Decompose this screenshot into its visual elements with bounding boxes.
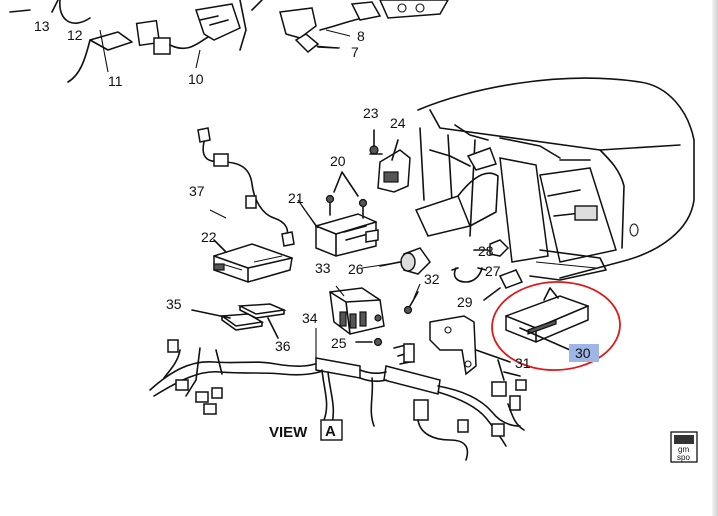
parts-27-28-29 xyxy=(451,239,524,301)
callout-8: 8 xyxy=(357,28,365,44)
callout-23: 23 xyxy=(363,105,379,121)
callout-20: 20 xyxy=(330,153,346,169)
callout-35: 35 xyxy=(166,296,182,312)
callout-25: 25 xyxy=(331,335,347,351)
gm-spo-badge xyxy=(670,431,698,463)
callout-28: 28 xyxy=(478,243,494,259)
part-31-bracket xyxy=(429,315,511,376)
callout-32: 32 xyxy=(424,271,440,287)
callout-10: 10 xyxy=(188,71,204,87)
callout-34: 34 xyxy=(302,310,318,326)
part-34-wire-harness xyxy=(149,339,527,461)
callout-22: 22 xyxy=(201,229,217,245)
part-33-bracket xyxy=(329,287,419,335)
callout-26: 26 xyxy=(348,261,364,277)
callout-21: 21 xyxy=(288,190,304,206)
view-label: VIEW xyxy=(269,424,308,441)
callout-30: 30 xyxy=(575,345,591,361)
callout-37: 37 xyxy=(189,183,205,199)
part-37-harness xyxy=(197,127,295,247)
callout-24: 24 xyxy=(390,115,406,131)
callout-7: 7 xyxy=(351,44,359,60)
part-21-module xyxy=(315,171,379,257)
view-letter: A xyxy=(325,423,336,440)
callout-33: 33 xyxy=(315,260,331,276)
parts-35-36-pads xyxy=(191,303,287,339)
part-30-module xyxy=(505,287,589,351)
right-edge-shadow xyxy=(712,0,718,516)
callout-12: 12 xyxy=(67,27,83,43)
view-letter-box xyxy=(320,419,343,441)
part-25-screw xyxy=(355,337,383,347)
callout-13: 13 xyxy=(34,18,50,34)
callout-27: 27 xyxy=(485,263,501,279)
callout-36: 36 xyxy=(275,338,291,354)
leader-lines xyxy=(99,29,421,358)
callout-29: 29 xyxy=(457,294,473,310)
badge-top-text: gm xyxy=(678,445,689,454)
callout-11: 11 xyxy=(108,73,123,89)
part-26-motor xyxy=(379,247,431,275)
instrument-panel-frame xyxy=(414,77,695,281)
part-23-24 xyxy=(369,129,411,193)
part-22-module xyxy=(213,239,293,283)
callout-30-highlight xyxy=(569,344,599,362)
badge-bottom-text: spo xyxy=(677,453,690,462)
highlight-circle-part-30 xyxy=(491,281,621,371)
callout-31: 31 xyxy=(515,355,531,371)
